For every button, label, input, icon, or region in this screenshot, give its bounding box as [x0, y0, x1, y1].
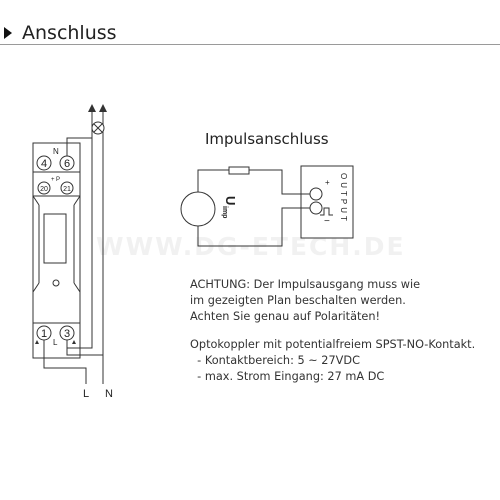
section-title: Anschluss	[22, 22, 117, 44]
output-minus-label: −	[324, 216, 330, 227]
header-divider	[0, 44, 500, 45]
terminal-1-arrow-icon	[35, 340, 39, 344]
output-module	[300, 165, 354, 239]
u-imp-label: U	[223, 196, 238, 205]
pulse-p-label: P	[56, 177, 60, 183]
resistor	[228, 166, 250, 175]
section-header: Anschluss	[4, 22, 117, 44]
play-triangle-icon	[4, 27, 12, 39]
output-plus-label: +	[325, 178, 330, 187]
spec-line-3: - max. Strom Eingang: 27 mA DC	[190, 370, 385, 383]
warning-line-2: im gezeigten Plan beschalten werden.	[190, 294, 406, 307]
terminal-6-label: 6	[64, 158, 70, 170]
terminal-20-circle	[37, 181, 51, 195]
wire-load	[66, 112, 93, 349]
pulse-plus-label: +	[51, 177, 55, 183]
meter-step-left	[32, 195, 40, 206]
meter-step-right-bottom	[73, 282, 81, 293]
meter-step-right	[73, 195, 81, 206]
u-imp-sub-label: imp	[221, 206, 228, 218]
terminal-20-label: 20	[40, 186, 48, 193]
warning-line-3: Achten Sie genau auf Polaritäten!	[190, 310, 381, 323]
terminal-21-circle	[60, 181, 74, 195]
imp-wire-top	[197, 169, 229, 192]
terminal-1-label: 1	[41, 328, 47, 340]
terminal-3-arrow-icon	[72, 340, 76, 344]
meter-led	[52, 279, 60, 287]
terminal-21-label: 21	[63, 186, 71, 193]
warning-line-1: ACHTUNG: Der Impulsausgang muss wie	[190, 278, 421, 291]
wire-top-link	[66, 137, 92, 156]
meter-housing	[32, 142, 81, 359]
wire-n-label: N	[105, 388, 113, 400]
terminal-4-label: 4	[41, 158, 47, 170]
impulse-title: Impulsanschluss	[205, 130, 329, 148]
output-vertical-label: OUTPUT	[339, 173, 348, 224]
spec-line-2: - Kontaktbereich: 5 ~ 27VDC	[190, 354, 360, 367]
wire-l	[43, 340, 87, 384]
meter-display	[43, 213, 67, 264]
terminal-l-label: L	[53, 338, 58, 347]
u-imp-source-circle	[180, 191, 216, 227]
wire-l-label: L	[83, 388, 89, 400]
lamp-icon	[91, 121, 105, 135]
spec-line-1: Optokoppler mit potentialfreiem SPST-NO-…	[190, 338, 476, 351]
terminal-4-circle	[36, 155, 52, 171]
meter-step-left-bottom	[32, 282, 40, 293]
pulse-symbol-icon	[320, 207, 333, 216]
terminal-n-label: N	[53, 147, 59, 156]
terminal-3-label: 3	[64, 328, 70, 340]
imp-wire-top-right	[249, 169, 310, 195]
arrow-up-n-icon	[99, 104, 107, 112]
imp-wire-bottom	[197, 207, 310, 247]
arrow-up-load-icon	[88, 104, 96, 112]
